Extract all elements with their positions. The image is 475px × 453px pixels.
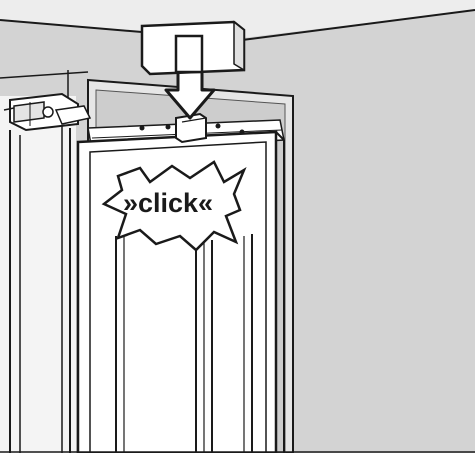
screw-3 <box>216 124 221 129</box>
screw-1 <box>140 126 145 131</box>
click-label: »click« <box>123 188 213 218</box>
cover-part-icon <box>142 22 244 74</box>
left-panel <box>0 96 76 453</box>
screw-2 <box>166 125 171 130</box>
